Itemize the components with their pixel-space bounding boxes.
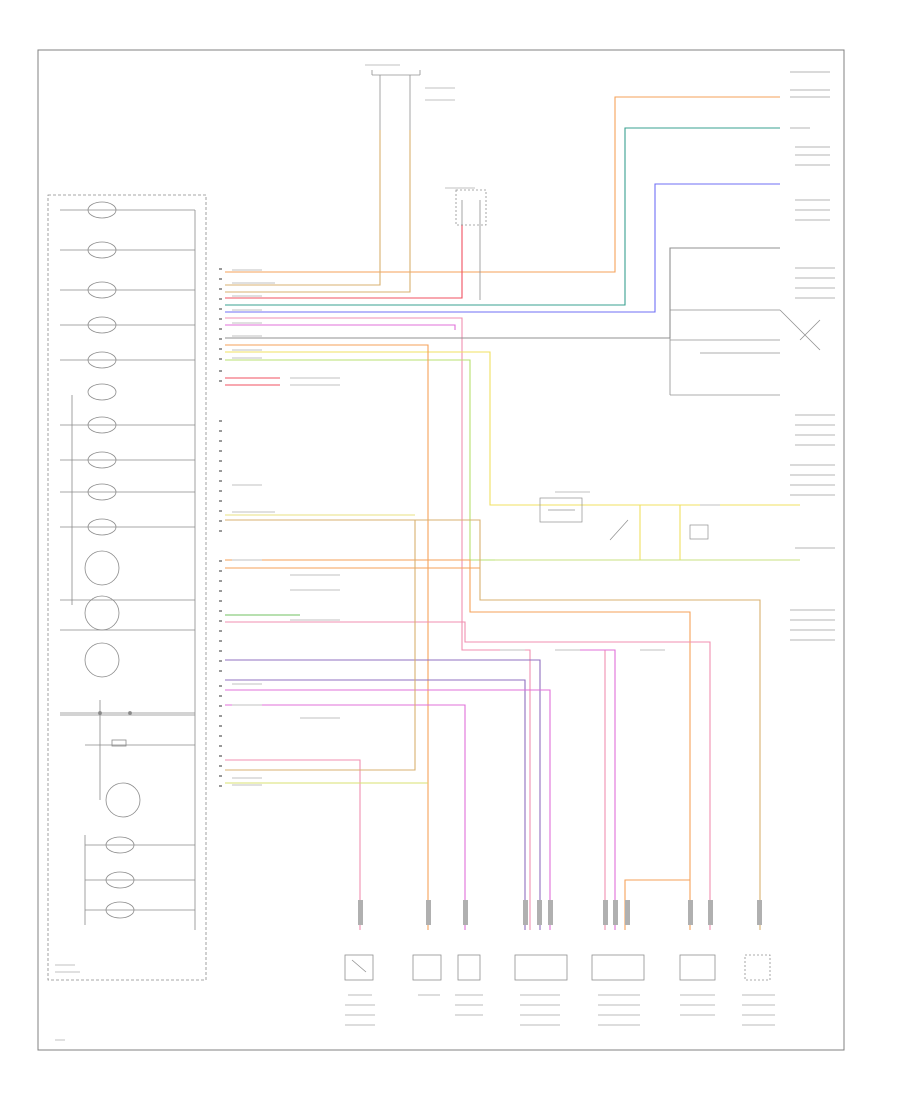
engine-control-unit: [679, 954, 716, 981]
cluster-lamp: [87, 351, 117, 369]
cluster-lamp: [87, 316, 117, 334]
brake-relay: [539, 497, 709, 541]
cluster-lamp: [105, 871, 135, 889]
cluster-terminal: [98, 711, 102, 715]
generator: [412, 954, 442, 981]
cluster-lamp: [105, 901, 135, 919]
bottom-connectors: [358, 900, 762, 925]
cluster-lamp: [87, 416, 117, 434]
wire-pink: [225, 317, 531, 930]
wire-pink: [575, 649, 616, 930]
seat-belt-circuit: [669, 309, 821, 396]
wire-tan: [225, 130, 411, 293]
instrument-cluster: [47, 194, 207, 981]
wire-magenta: [225, 689, 551, 930]
wire-orange: [225, 96, 780, 273]
cluster-gauge: [84, 595, 120, 631]
speed-sensor: [514, 954, 568, 981]
wire-blue: [225, 183, 780, 313]
cluster-lamp: [105, 836, 135, 854]
wire-purple: [225, 679, 526, 930]
wire-red: [225, 225, 463, 299]
bottom-components: [344, 954, 771, 981]
wire-orange: [225, 344, 429, 930]
cluster-resistor: [111, 739, 127, 747]
wire-tan: [225, 519, 761, 930]
wire-gray: [225, 247, 780, 339]
throttle-sensor: [457, 954, 481, 981]
wire-yellow: [225, 351, 535, 506]
wire-tan: [225, 130, 381, 286]
wire-label-marks: [55, 64, 720, 1041]
fuse-block: [371, 70, 421, 130]
cluster-lamp: [87, 201, 117, 219]
right-component-marks: [790, 71, 835, 641]
wire-lightgreen: [225, 359, 495, 561]
cluster-outline: [47, 194, 207, 981]
cluster-lamp: [87, 451, 117, 469]
transmission-range-sensor: [591, 954, 645, 981]
oil-pressure-switch: [344, 954, 374, 981]
cluster-lamp: [87, 518, 117, 536]
cluster-gauge: [84, 550, 120, 586]
cluster-lamp: [87, 281, 117, 299]
wire-pink: [225, 759, 361, 930]
wire-orange: [225, 559, 691, 930]
cluster-lamp: [87, 483, 117, 501]
cluster-connector: [219, 268, 222, 787]
component-caption-marks: [345, 994, 775, 1026]
cluster-gauge: [105, 782, 141, 818]
cluster-terminal: [128, 711, 132, 715]
cluster-lamp: [87, 241, 117, 259]
cluster-lamp: [87, 383, 117, 401]
wire-harness: [225, 96, 800, 930]
cluster-gauge: [84, 642, 120, 678]
coolant-temp-sensor: [744, 954, 771, 981]
diode: [455, 189, 487, 300]
wire-pink: [225, 621, 711, 930]
wire-pink: [555, 649, 606, 930]
wire-magenta: [225, 704, 466, 930]
diagram-frame: [37, 49, 845, 1051]
wire-teal: [225, 127, 780, 306]
wire-purple: [225, 659, 541, 930]
wire-orange: [624, 879, 690, 930]
wire-magenta: [225, 324, 456, 330]
wire-tan: [225, 520, 416, 771]
